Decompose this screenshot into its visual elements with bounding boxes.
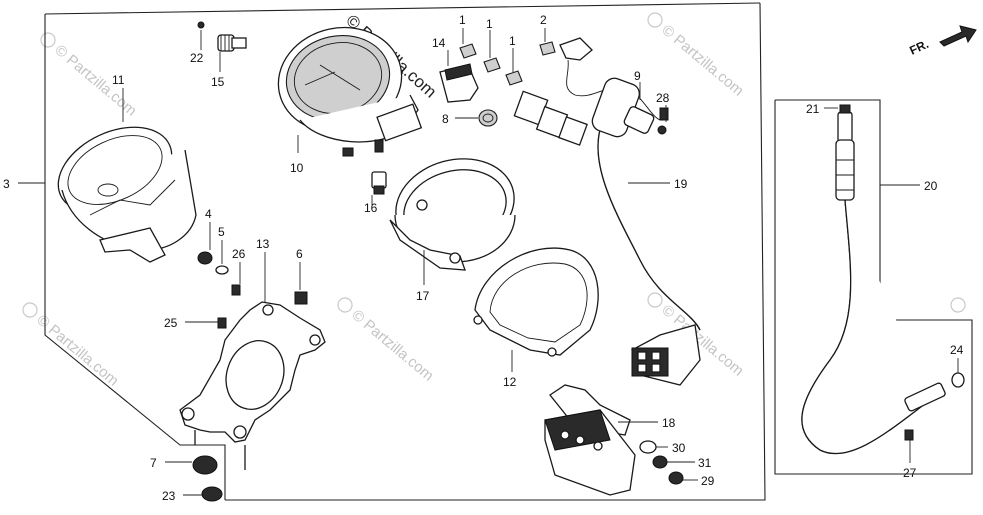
part-label-19: 19 <box>674 177 688 191</box>
screw-27 <box>904 429 914 441</box>
part-label-18: 18 <box>662 416 676 430</box>
screw-26 <box>231 284 241 296</box>
screw-25 <box>217 317 227 329</box>
front-arrow-icon <box>939 25 977 47</box>
part-label-21: 21 <box>806 102 820 116</box>
part-label-7: 7 <box>150 456 157 470</box>
meter-bracket <box>179 301 326 470</box>
small-hardware <box>192 107 965 502</box>
part-label-28: 28 <box>656 91 670 105</box>
part-label-5: 5 <box>218 225 225 239</box>
rubber-6 <box>294 291 308 305</box>
part-label-24: 24 <box>950 343 964 357</box>
part-label-11: 11 <box>112 73 125 87</box>
wiring-harness <box>513 37 701 386</box>
nut-31 <box>652 455 668 469</box>
socket-9 <box>659 107 669 121</box>
grommet-7 <box>192 455 218 475</box>
part-label-1a: 1 <box>459 13 466 27</box>
leader-lines <box>18 28 959 496</box>
front-arrow: FR. <box>907 25 977 58</box>
part-label-22: 22 <box>190 51 204 65</box>
assembly-frame <box>44 2 973 501</box>
part-label-9: 9 <box>634 69 641 83</box>
part-label-29: 29 <box>701 474 715 488</box>
watermark-text: © Partzilla.com <box>658 22 746 100</box>
ring-24 <box>951 372 965 388</box>
part-label-13: 13 <box>256 237 270 251</box>
part-label-6: 6 <box>296 247 303 261</box>
part-label-25: 25 <box>164 316 178 330</box>
part-label-23: 23 <box>162 489 176 503</box>
part-label-30: 30 <box>672 441 686 455</box>
meter-case <box>57 126 197 263</box>
washer-5 <box>215 265 229 275</box>
nut-4 <box>197 251 213 265</box>
part-label-14: 14 <box>432 36 446 50</box>
meter-gasket <box>473 247 599 357</box>
part-label-1c: 1 <box>509 34 516 48</box>
part-label-15: 15 <box>211 75 225 89</box>
part-number-labels: 3 11 22 15 10 1 1 1 2 14 8 9 28 19 16 17… <box>3 13 964 503</box>
part-label-16: 16 <box>364 201 378 215</box>
part-label-12: 12 <box>503 375 517 389</box>
part-label-4: 4 <box>205 207 212 221</box>
watermark-text: © Partzilla.com <box>51 42 139 120</box>
part-label-20: 20 <box>924 179 938 193</box>
drive-gear <box>197 21 247 52</box>
part-label-27: 27 <box>903 466 917 480</box>
indicator-block <box>544 384 636 496</box>
part-label-3: 3 <box>3 177 10 191</box>
speedometer <box>277 26 423 157</box>
bulbs <box>459 41 556 86</box>
nut-29 <box>668 471 684 485</box>
meter-band <box>389 158 516 271</box>
watermark-text: © Partzilla.com <box>33 312 121 390</box>
part-label-2: 2 <box>540 13 547 27</box>
speedometer-cable <box>801 104 946 455</box>
part-label-1b: 1 <box>486 17 493 31</box>
part-label-17: 17 <box>416 289 430 303</box>
washer-30 <box>639 440 657 454</box>
front-arrow-label: FR. <box>907 37 930 58</box>
part-label-26: 26 <box>232 247 246 261</box>
part-label-10: 10 <box>290 161 304 175</box>
part-label-31: 31 <box>698 456 712 470</box>
band-bolt <box>371 171 387 195</box>
part-label-8: 8 <box>442 112 449 126</box>
indicator-housing <box>439 63 498 127</box>
watermark-text: © Partzilla.com <box>348 307 436 385</box>
collar-23 <box>201 486 223 502</box>
